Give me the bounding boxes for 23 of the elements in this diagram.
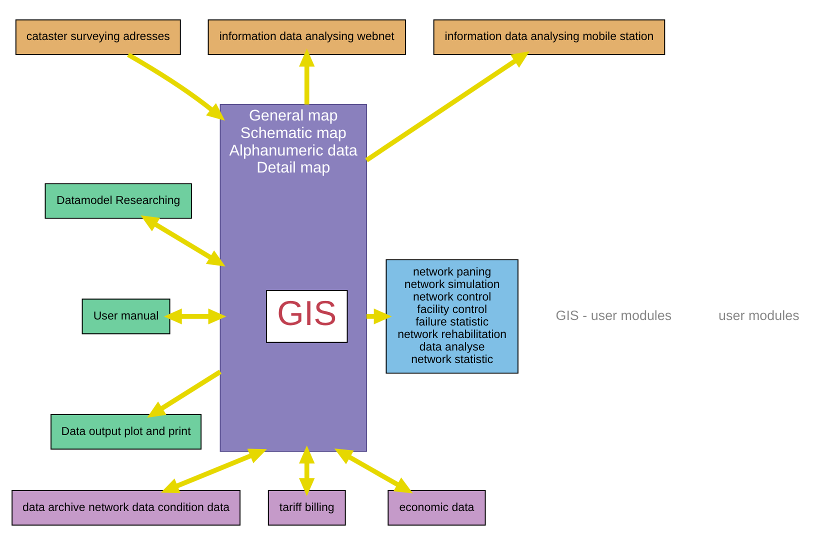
node-box: tariff billing [268, 490, 346, 526]
node-box: network paning network simulation network control facility control failure statistic network rehabilitation data analyse network statistic [386, 259, 518, 374]
arrow [366, 308, 392, 324]
arrow [298, 445, 315, 496]
node-box: economic data [388, 490, 486, 526]
node-box: Datamodel Researching [44, 183, 192, 219]
arrow [140, 215, 226, 266]
arrow [164, 308, 226, 324]
node-box: cataster surveying adresses [15, 19, 181, 55]
node-box: data archive network data condition data [12, 490, 240, 526]
node-box: User manual [82, 298, 170, 334]
arrow [126, 52, 225, 121]
arrow [365, 51, 530, 162]
node-box: information data analysing mobile station [433, 19, 666, 55]
label: GIS - user modules [556, 308, 672, 323]
label: user modules [718, 308, 800, 323]
arrow [334, 448, 413, 494]
node-box: information data analysing webnet [208, 19, 406, 55]
arrow [147, 370, 222, 418]
node-box: Data output plot and print [50, 414, 202, 450]
arrow [160, 448, 267, 494]
node-box: GIS [266, 290, 348, 343]
arrow [298, 48, 315, 104]
